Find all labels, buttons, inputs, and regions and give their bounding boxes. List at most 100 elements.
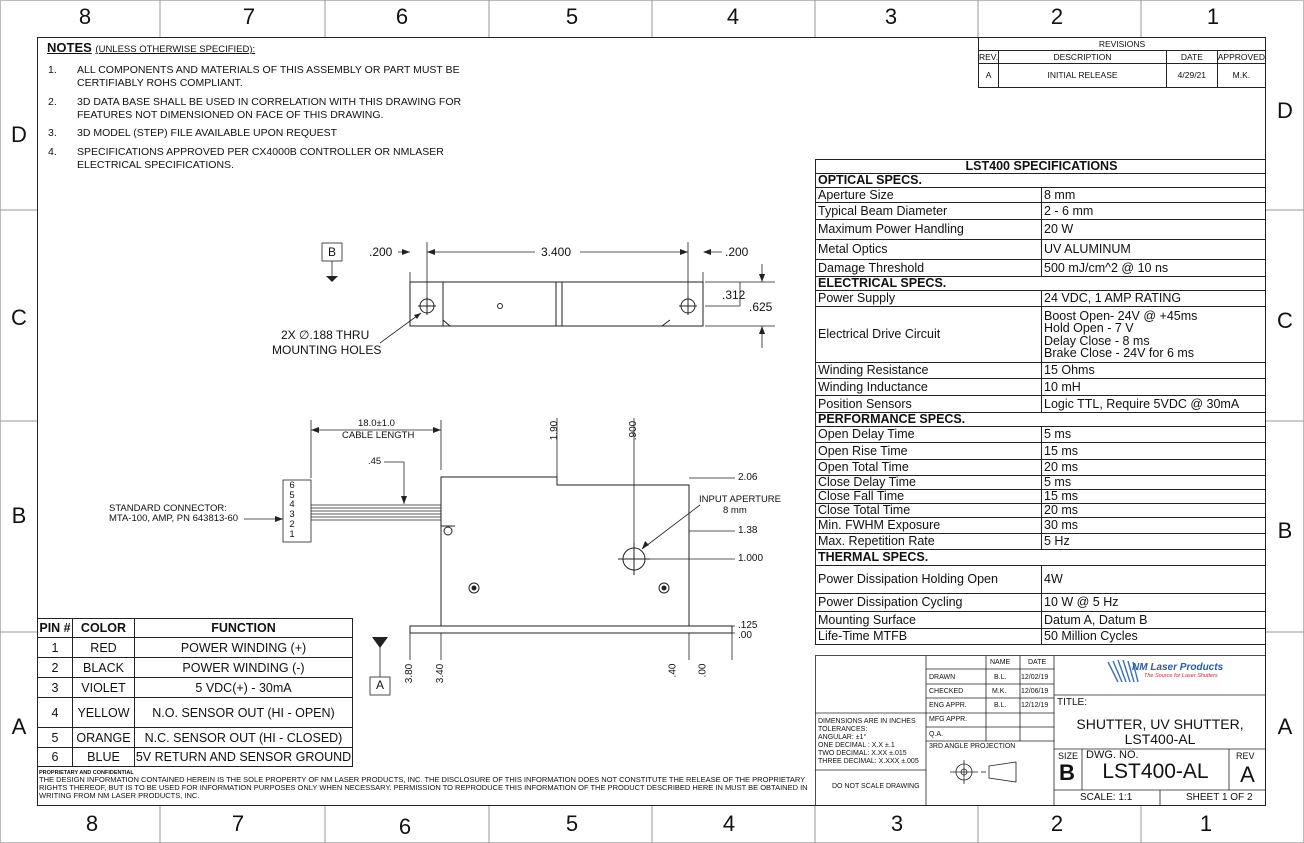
tb-signoff-role: DRAWN: [929, 674, 956, 681]
connector-pin-label: 2: [289, 518, 295, 530]
zone-column-label: 8: [85, 811, 99, 836]
company-name: NM Laser Products: [1132, 662, 1224, 673]
pin-table: PIN # COLOR FUNCTION 1 RED POWER WINDING…: [37, 618, 353, 767]
cable-ribbon: [282, 479, 441, 543]
zone-column-label: 5: [565, 811, 579, 836]
zone-column-label: 6: [398, 814, 412, 839]
spec-label: Close Delay Time: [815, 475, 1042, 490]
notes-title: NOTES: [47, 40, 92, 55]
tb-signoff-role: CHECKED: [929, 688, 964, 695]
cable-length-value: 18.0±1.0: [358, 418, 395, 429]
dim-left: .200: [369, 245, 393, 259]
right-dim: 1.38: [738, 525, 758, 536]
right-dim: 1.000: [738, 553, 764, 564]
zone-row-label: A: [1277, 714, 1293, 739]
dim-height: .625: [749, 300, 773, 314]
spec-section-heading: PERFORMANCE SPECS.: [815, 412, 1266, 427]
tolerance-line: ONE DECIMAL : X.X ±.1: [818, 742, 895, 749]
pin-number: 4: [37, 697, 73, 728]
tb-signoff-date: 12/12/19: [1021, 702, 1049, 709]
dim-45: .45: [368, 456, 382, 467]
spec-value: 15 ms: [1041, 489, 1266, 504]
rev-letter: A: [1240, 762, 1255, 787]
right-dim: .125: [738, 620, 758, 631]
tb-signoff-role: Q.A.: [929, 731, 944, 738]
zone-row-label: C: [11, 305, 27, 330]
right-dim: 2.06: [738, 472, 758, 483]
spec-label: Power Dissipation Cycling: [815, 593, 1042, 612]
input-aperture-label: INPUT APERTURE: [699, 494, 782, 505]
zone-column-label: 7: [231, 811, 245, 836]
zone-column-label: 3: [884, 4, 898, 29]
proprietary-heading: PROPRIETARY AND CONFIDENTIAL: [39, 770, 134, 776]
drawing-title-line2: LST400-AL: [1124, 731, 1196, 747]
tolerance-line: DIMENSIONS ARE IN INCHES: [818, 718, 916, 725]
do-not-scale-label: DO NOT SCALE DRAWING: [832, 783, 920, 790]
zone-row-label: A: [11, 714, 27, 739]
spec-label: Maximum Power Handling: [815, 219, 1042, 240]
projection-symbol-cone: [988, 761, 1017, 783]
spec-label: Winding Resistance: [815, 362, 1042, 379]
note-text: SPECIFICATIONS APPROVED PER CX4000B CONT…: [77, 146, 444, 171]
holes-callout-line2: MOUNTING HOLES: [272, 343, 382, 357]
size-label: SIZE: [1058, 751, 1079, 761]
zone-column-label: 7: [242, 4, 256, 29]
spec-label: Life-Time MTFB: [815, 628, 1042, 645]
tb-signoff-name: B.L.: [994, 702, 1007, 709]
tb-name-header: NAME: [990, 659, 1011, 666]
tb-signoff-role: ENG APPR.: [929, 702, 967, 709]
spec-value: 5 ms: [1041, 426, 1266, 443]
tb-date-header: DATE: [1028, 659, 1047, 666]
projection-label: 3RD ANGLE PROJECTION: [929, 743, 1016, 750]
note-text: 3D MODEL (STEP) FILE AVAILABLE UPON REQU…: [77, 127, 338, 139]
pin-table-row: 3 VIOLET 5 VDC(+) - 30mA: [37, 677, 353, 698]
tolerance-line: THREE DECIMAL: X.XXX ±.005: [818, 758, 919, 765]
datum-a-label: A: [376, 678, 385, 692]
connector-pin-label: 1: [289, 528, 295, 540]
zone-column-label: 1: [1206, 4, 1220, 29]
zone-row-label: B: [1277, 518, 1293, 543]
tolerance-line: TOLERANCES:: [818, 726, 868, 733]
top-view-dimensions: [321, 242, 775, 348]
zone-column-label: 4: [726, 4, 740, 29]
revision-cell: INITIAL RELEASE: [998, 62, 1167, 88]
tolerance-line: ANGULAR: ±1°: [818, 734, 867, 741]
connector-pin-label: 3: [289, 509, 295, 521]
connector-pin-label: 5: [289, 489, 295, 501]
tolerances-block: DIMENSIONS ARE IN INCHES TOLERANCES: ANG…: [818, 718, 919, 766]
note-number: 1.: [48, 64, 57, 76]
title-label: TITLE:: [1057, 697, 1088, 708]
dim-right: .200: [725, 245, 749, 259]
proprietary-notice: PROPRIETARY AND CONFIDENTIAL THE DESIGN …: [39, 770, 809, 800]
pin-table-row: 1 RED POWER WINDING (+): [37, 637, 353, 658]
zone-column-label: 5: [565, 4, 579, 29]
pin-color: YELLOW: [72, 697, 135, 728]
pin-function: N.C. SENSOR OUT (HI - CLOSED): [134, 727, 353, 748]
connector-pin-label: 6: [289, 480, 295, 491]
zone-column-label: 8: [78, 4, 92, 29]
zone-column-label: 4: [722, 811, 736, 836]
spec-label: Open Rise Time: [815, 442, 1042, 460]
pin-table-row: 4 YELLOW N.O. SENSOR OUT (HI - OPEN): [37, 697, 353, 728]
sheet-label: SHEET 1 OF 2: [1186, 792, 1253, 803]
right-dim: .00: [738, 630, 752, 641]
spec-label: Close Fall Time: [815, 489, 1042, 504]
pin-function: POWER WINDING (+): [134, 637, 353, 658]
top-view-outline: [409, 281, 704, 327]
proprietary-text: THE DESIGN INFORMATION CONTAINED HEREIN …: [39, 775, 808, 800]
spec-label: Min. FWHM Exposure: [815, 517, 1042, 534]
spec-label: Winding Inductance: [815, 378, 1042, 396]
spec-value: 50 Million Cycles: [1041, 628, 1266, 645]
spec-value: 500 mJ/cm^2 @ 10 ns: [1041, 259, 1266, 277]
